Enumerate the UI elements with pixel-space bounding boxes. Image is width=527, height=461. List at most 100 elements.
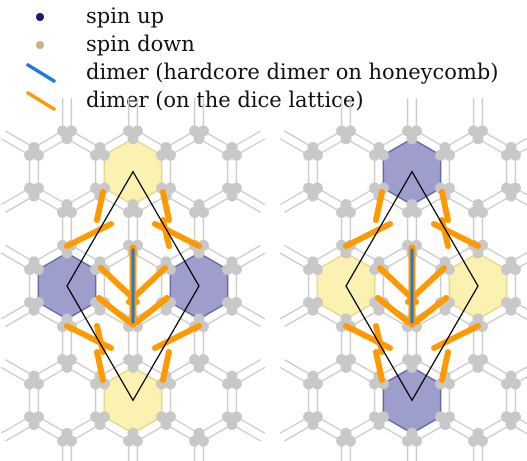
site-dot xyxy=(311,149,323,161)
site-dot xyxy=(344,354,356,366)
orange-dimer xyxy=(439,349,451,383)
site-dot xyxy=(476,125,488,137)
site-dot xyxy=(230,297,242,308)
site-dot xyxy=(32,378,44,390)
orange-dimer-line-icon xyxy=(26,91,56,111)
site-dot xyxy=(344,206,356,218)
lattice-bond xyxy=(279,138,309,156)
site-dot xyxy=(509,297,521,308)
unit-cell-rhombus xyxy=(66,170,200,402)
site-dot xyxy=(164,378,176,390)
site-dot xyxy=(164,149,176,161)
site-dot xyxy=(311,378,323,390)
site-dot xyxy=(311,297,323,308)
site-dot xyxy=(509,378,521,390)
orange-dimer xyxy=(152,323,202,351)
site-dot xyxy=(32,182,44,194)
site-dot xyxy=(131,354,143,366)
orange-dimer xyxy=(439,189,451,223)
lattice-bond xyxy=(279,416,309,434)
site-dot xyxy=(98,411,110,423)
site-dot xyxy=(410,206,422,218)
site-dot xyxy=(197,435,209,447)
orange-dimer xyxy=(343,221,393,249)
site-dot xyxy=(131,125,143,137)
site-dot xyxy=(32,264,44,275)
site-dot xyxy=(65,435,77,447)
orange-dimer xyxy=(160,189,172,223)
site-dot xyxy=(65,354,77,366)
site-dot xyxy=(377,149,389,161)
orange-dimer xyxy=(431,323,481,351)
legend-item-honeycomb-dimer: dimer (hardcore dimer on honeycomb) xyxy=(0,59,520,85)
site-dot xyxy=(410,435,422,447)
orange-dimer xyxy=(64,323,114,351)
site-dot xyxy=(311,411,323,423)
site-dot xyxy=(230,264,242,275)
configuration-right xyxy=(279,98,527,461)
site-dot xyxy=(230,182,242,194)
site-dot xyxy=(65,206,77,218)
site-dot xyxy=(443,411,455,423)
site-dot xyxy=(509,149,521,161)
lattice-bond xyxy=(279,187,309,206)
orange-dimer xyxy=(160,349,172,383)
legend-label: spin up xyxy=(86,4,165,28)
orange-dimer xyxy=(152,221,202,249)
site-dot xyxy=(443,378,455,390)
site-dot xyxy=(443,182,455,194)
site-dot xyxy=(509,182,521,194)
site-dot xyxy=(476,206,488,218)
site-dot xyxy=(344,435,356,447)
site-dot xyxy=(164,411,176,423)
spin-down-marker-icon xyxy=(36,41,44,49)
orange-dimer xyxy=(431,221,481,249)
site-dot xyxy=(344,125,356,137)
orange-dimer xyxy=(64,221,114,249)
site-dot xyxy=(164,182,176,194)
configuration-left xyxy=(0,98,266,461)
site-dot xyxy=(131,206,143,218)
orange-dimer xyxy=(373,189,385,223)
unit-cell-rhombus xyxy=(345,170,479,402)
blue-dimer-line-icon xyxy=(26,63,56,83)
lattice-bond xyxy=(279,252,309,271)
dice-dimers xyxy=(64,189,202,383)
site-dot xyxy=(230,149,242,161)
orange-dimer xyxy=(134,295,170,325)
legend: spin up spin down dimer (hardcore dimer … xyxy=(0,0,527,120)
orange-dimer xyxy=(413,295,449,325)
site-dot xyxy=(32,411,44,423)
lattice-bond xyxy=(279,366,309,385)
site-dot xyxy=(197,125,209,137)
site-dot xyxy=(476,435,488,447)
lattice-bond xyxy=(279,301,309,320)
site-dot xyxy=(410,354,422,366)
legend-label: spin down xyxy=(86,32,195,56)
site-dot xyxy=(197,354,209,366)
site-dot xyxy=(476,354,488,366)
site-dot xyxy=(197,206,209,218)
orange-dimer xyxy=(343,323,393,351)
orange-dimer xyxy=(375,295,411,325)
legend-item-spin-up: spin up xyxy=(0,3,520,29)
orange-dimer xyxy=(94,349,106,383)
site-dot xyxy=(443,149,455,161)
spin-up-marker-icon xyxy=(36,13,44,21)
legend-item-spin-down: spin down xyxy=(0,31,520,57)
legend-item-dice-dimer: dimer (on the dice lattice) xyxy=(0,87,520,113)
orange-dimer xyxy=(96,295,132,325)
legend-label: dimer (on the dice lattice) xyxy=(86,88,364,112)
site-dot xyxy=(131,435,143,447)
orange-dimer xyxy=(373,349,385,383)
site-dot xyxy=(509,411,521,423)
orange-dimer xyxy=(94,189,106,223)
site-dot xyxy=(65,125,77,137)
site-dot xyxy=(509,264,521,275)
site-dot xyxy=(230,378,242,390)
site-dot xyxy=(230,411,242,423)
site-dot xyxy=(410,125,422,137)
site-dot xyxy=(32,297,44,308)
site-dot xyxy=(98,149,110,161)
